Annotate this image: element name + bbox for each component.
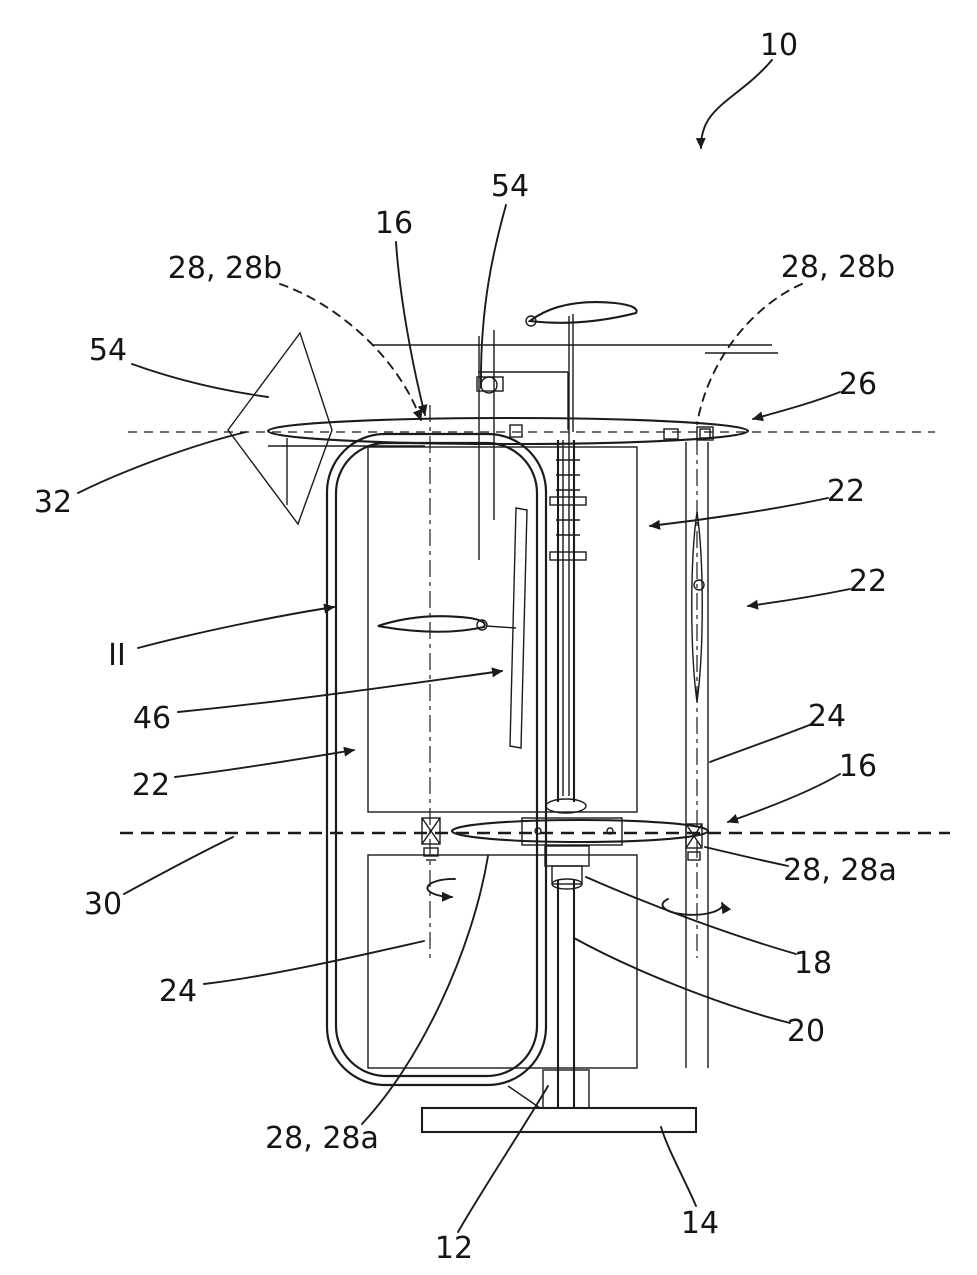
leader-16-top	[395, 241, 428, 416]
leader-22-left	[174, 746, 355, 778]
ref-label-10: 10	[760, 28, 798, 63]
mid-airfoil-pivot	[476, 619, 488, 631]
leader-28a-right	[704, 846, 789, 867]
leader-54-top	[480, 204, 507, 389]
ref-label-26: 26	[839, 367, 877, 402]
leader-20	[573, 937, 791, 1024]
blade-axes	[429, 405, 709, 1068]
mid-airfoil	[377, 615, 486, 633]
left-bearing-box	[421, 817, 441, 845]
lower-rotor-assembly	[421, 798, 732, 916]
mid-airfoil-link	[485, 625, 517, 629]
ref-label-32: 32	[34, 485, 72, 520]
top-airfoil	[527, 301, 638, 324]
gearbox-base-ellipse	[551, 878, 583, 890]
hub-bracket-block	[476, 376, 504, 392]
mast-foot-flange	[542, 1069, 590, 1109]
right-blade-pivot	[693, 579, 705, 591]
disc-fitting-right-inner	[699, 428, 711, 439]
ref-label-II: II	[108, 638, 126, 673]
right-bearing-cross-b	[685, 823, 703, 849]
lower-shaft-collar	[545, 798, 587, 814]
rotor-panels	[367, 446, 638, 1069]
lower-rotor-disc	[450, 818, 710, 844]
leader-28b-left	[279, 283, 423, 421]
hub-bolt-left	[534, 827, 542, 835]
blade-loop-outer	[325, 432, 548, 1087]
leader-54-left	[131, 363, 269, 398]
ref-label-22-left: 22	[132, 768, 170, 803]
leader-II	[137, 603, 335, 649]
mast-collar-upper	[549, 496, 587, 506]
gearbox-block	[544, 845, 590, 867]
reference-plane-lines	[120, 431, 950, 835]
lower-hub-housing	[521, 817, 623, 846]
leader-24-left	[203, 940, 425, 985]
right-bearing-box	[685, 823, 703, 849]
leader-28a-bottom	[361, 855, 489, 1125]
left-rotation-arrow	[426, 878, 456, 902]
upper-panel	[367, 446, 638, 813]
disc-fitting-mid	[663, 428, 679, 440]
top-airfoil-pivot	[525, 315, 537, 327]
ref-label-22-ru: 22	[827, 474, 865, 509]
ref-label-16-right: 16	[839, 749, 877, 784]
ref-label-30: 30	[84, 887, 122, 922]
ref-label-28a-right: 28, 28a	[783, 853, 897, 888]
leader-30	[123, 836, 234, 895]
ref-label-54-left: 54	[89, 333, 127, 368]
leader-26	[752, 391, 841, 422]
disc-fitting-right	[696, 426, 714, 441]
ref-label-28b-right: 28, 28b	[781, 250, 895, 285]
blade-loop	[325, 432, 548, 1087]
lower-panel	[367, 854, 638, 1069]
leader-10	[695, 59, 773, 149]
ref-label-20: 20	[787, 1014, 825, 1049]
mast-collar-lower	[549, 551, 587, 561]
right-rotation-arrow	[661, 898, 732, 916]
mid-blade-section	[377, 507, 528, 749]
base-plate	[420, 1106, 698, 1134]
ref-label-14: 14	[681, 1206, 719, 1241]
ref-label-46: 46	[133, 701, 171, 736]
ref-label-16-top: 16	[375, 206, 413, 241]
ref-label-18: 18	[794, 946, 832, 981]
left-bearing-cross-b	[421, 817, 441, 845]
disc-fitting-left	[509, 424, 523, 438]
upper-rotor-disc	[266, 416, 750, 446]
hub-bolt-right	[606, 827, 614, 835]
leader-24-right	[709, 723, 813, 763]
leader-46	[177, 667, 503, 713]
leader-32	[77, 431, 247, 494]
leader-22-right-upper	[649, 497, 829, 530]
leader-18	[585, 876, 797, 955]
central-mast	[549, 316, 587, 1108]
left-fin-diamond	[227, 331, 333, 526]
ref-label-28a-bottom: 28, 28a	[265, 1121, 379, 1156]
ref-label-12: 12	[435, 1231, 473, 1266]
right-bearing-cap	[687, 851, 701, 861]
leader-12	[457, 1085, 549, 1233]
foot-brace	[507, 1085, 541, 1109]
pitch-slat	[509, 507, 528, 749]
gearbox-lower-block	[551, 865, 583, 885]
ref-label-28b-left: 28, 28b	[168, 251, 282, 286]
leader-28b-right	[696, 283, 803, 425]
right-blade-lens	[691, 511, 703, 703]
ref-label-24-left: 24	[159, 974, 197, 1009]
leader-22-right-lower	[747, 588, 851, 610]
leader-16-right	[727, 773, 841, 824]
left-bearing-cap	[423, 847, 439, 857]
leader-lines	[77, 59, 851, 1233]
ref-label-24-right: 24	[808, 699, 846, 734]
base-pedestal	[420, 1069, 698, 1134]
blade-loop-inner	[334, 441, 539, 1078]
ref-label-54-top: 54	[491, 169, 529, 204]
ref-label-22-rl: 22	[849, 564, 887, 599]
reference-labels: 10 54 16 28, 28b 28, 28b 54 26 32 22 22 …	[34, 28, 897, 1266]
leader-14	[660, 1126, 697, 1207]
